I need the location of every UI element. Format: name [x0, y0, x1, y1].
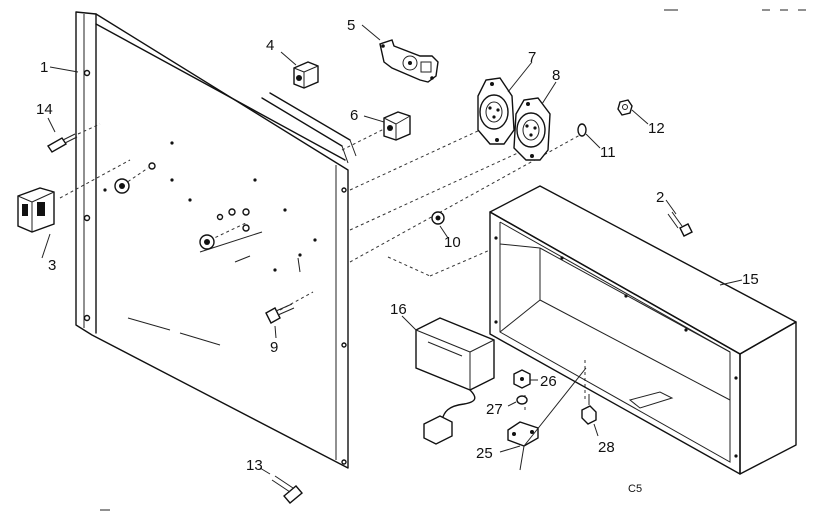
callout-7: 7: [528, 49, 536, 66]
panel-hardware: [114, 162, 250, 250]
callout-12: 12: [648, 120, 665, 137]
twist-lock-receptacle-part-7: [477, 61, 533, 145]
callout-27: 27: [486, 401, 503, 418]
callout-1: 1: [40, 59, 48, 76]
top-rail: [261, 92, 357, 164]
callout-9: 9: [270, 339, 278, 356]
screw-part-13: [259, 467, 303, 504]
assembly-lines: [59, 124, 586, 410]
callout-8: 8: [552, 67, 560, 84]
callout-14: 14: [36, 101, 53, 118]
screw-part-9: [265, 303, 295, 339]
washer-part-11: [577, 123, 601, 149]
enclosure-box-part-15: [489, 185, 797, 475]
callout-25: 25: [476, 445, 493, 462]
duplex-receptacle-part-5: [361, 24, 439, 83]
rocker-switch-part-3: [17, 187, 55, 259]
screw-part-2: [665, 199, 693, 237]
callout-15: 15: [742, 271, 759, 288]
callout-11: 11: [600, 144, 616, 161]
washer-part-27: [507, 395, 528, 407]
clamp-part-25: [499, 367, 587, 471]
screw-part-14: [47, 117, 101, 153]
callout-3: 3: [48, 257, 56, 274]
screw-part-28: [581, 394, 599, 437]
callout-5: 5: [347, 17, 355, 34]
callout-labels: 1 2 3 4 5 6 7 8 9 10 11 12 13 14 15 16 2…: [36, 17, 759, 495]
nut-part-12: [617, 99, 649, 125]
callout-2: 2: [656, 189, 664, 206]
callout-26: 26: [540, 373, 557, 390]
nut-part-26: [513, 369, 538, 389]
callout-16: 16: [390, 301, 407, 318]
callout-28: 28: [598, 439, 615, 456]
front-panel: [75, 11, 349, 469]
module-part-16: [401, 315, 495, 445]
bracket-part-4: [280, 51, 319, 89]
callout-10: 10: [444, 234, 461, 251]
footer-code: C5: [628, 483, 642, 495]
callout-6: 6: [350, 107, 358, 124]
edge-marks: [100, 9, 806, 511]
nut-part-10: [431, 211, 449, 239]
bracket-part-6: [363, 111, 411, 141]
callout-13: 13: [246, 457, 263, 474]
twist-lock-receptacle-part-8: [513, 81, 557, 161]
callout-4: 4: [266, 37, 274, 54]
